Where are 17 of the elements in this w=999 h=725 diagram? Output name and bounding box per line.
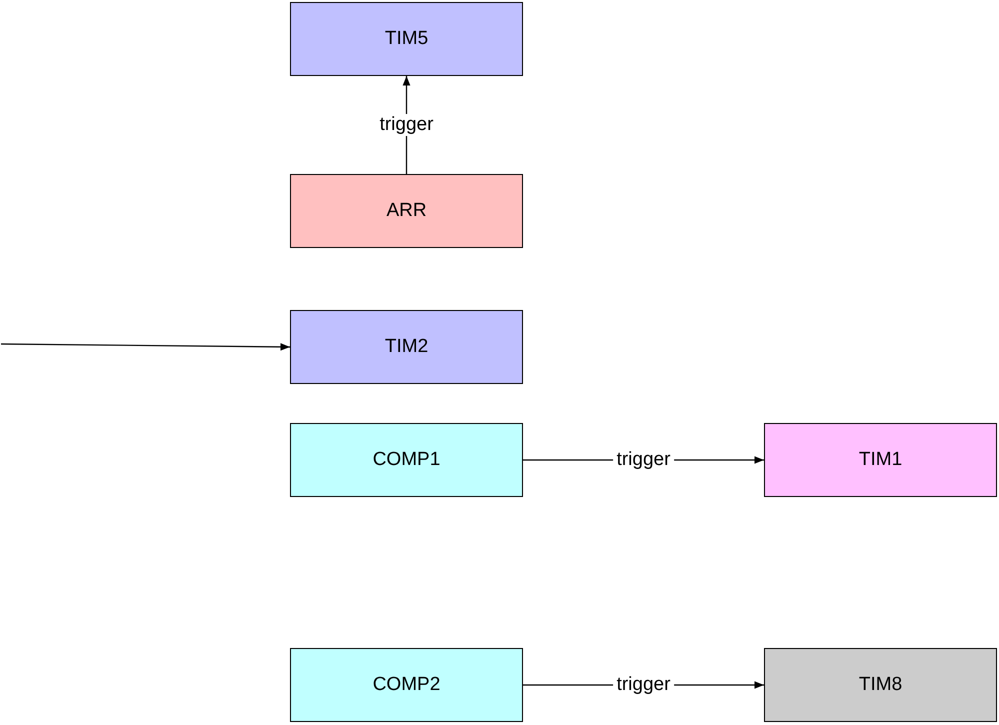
process-box (764, 648, 997, 722)
process-box (290, 423, 523, 497)
box-label: COMP2 (372, 674, 440, 696)
box-label: TIM1 (858, 449, 902, 471)
edge-label: trigger (612, 449, 674, 471)
process-box (290, 174, 523, 248)
edge-label: trigger (612, 674, 674, 696)
process-box (290, 648, 523, 722)
process-box (764, 423, 997, 497)
box-label: TIM2 (384, 336, 428, 358)
box-label: TIM5 (384, 28, 428, 50)
arrow (1, 343, 290, 351)
box-label: ARR (386, 200, 427, 222)
process-box (290, 310, 523, 384)
box-label: COMP1 (372, 449, 440, 471)
box-label: TIM8 (858, 674, 902, 696)
process-box (290, 2, 523, 76)
